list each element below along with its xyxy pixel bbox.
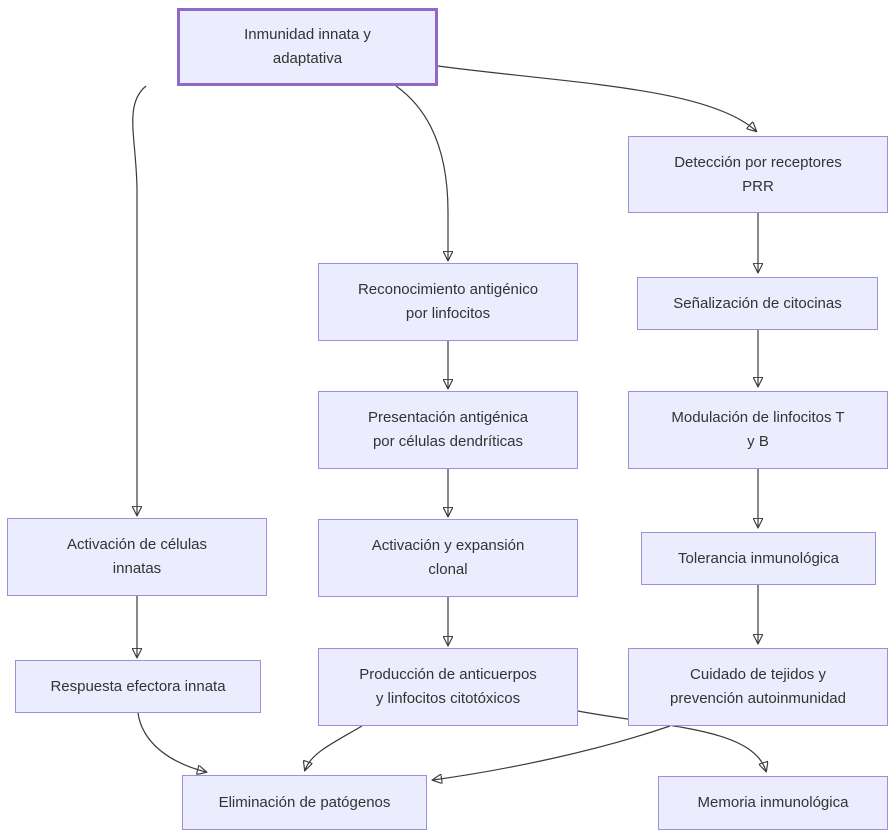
edge-root-to-deteccion <box>437 65 756 131</box>
node-label: Detección por receptores PRR <box>674 153 842 195</box>
edge-produccion-to-eliminacion <box>305 725 363 770</box>
node-label: Señalización de citocinas <box>673 294 842 312</box>
edge-cuidado-to-eliminacion <box>433 725 671 780</box>
edge-respuesta-to-eliminacion <box>137 712 206 772</box>
node-label: Modulación de linfocitos T y B <box>671 409 845 450</box>
node-label: Activación de células innatas <box>66 536 208 577</box>
node-deteccion-receptores-prr: Detección por receptores PRR <box>628 136 888 213</box>
edge-root-to-activacion-innatas <box>132 85 147 515</box>
node-activacion-celulas-innatas: Activación de células innatas <box>7 518 267 596</box>
node-label: Tolerancia inmunológica <box>678 549 839 567</box>
node-cuidado-tejidos: Cuidado de tejidos y prevención autoinmu… <box>628 648 888 726</box>
node-label: Reconocimiento antigénico por linfocitos <box>357 281 539 322</box>
node-label: Producción de anticuerpos y linfocitos c… <box>359 666 537 707</box>
node-presentacion-antigenica: Presentación antigénica por células dend… <box>318 391 578 469</box>
node-reconocimiento-antigenico: Reconocimiento antigénico por linfocitos <box>318 263 578 341</box>
node-label: Eliminación de patógenos <box>218 793 391 811</box>
node-memoria-inmunologica: Memoria inmunológica <box>658 776 888 830</box>
node-tolerancia-inmunologica: Tolerancia inmunológica <box>641 532 876 585</box>
node-modulacion-linfocitos: Modulación de linfocitos T y B <box>628 391 888 469</box>
node-produccion-anticuerpos: Producción de anticuerpos y linfocitos c… <box>318 648 578 726</box>
node-label: Respuesta efectora innata <box>50 677 226 695</box>
node-label: Inmunidad innata y adaptativa <box>244 26 371 67</box>
node-eliminacion-patogenos: Eliminación de patógenos <box>182 775 427 830</box>
node-senalizacion-citocinas: Señalización de citocinas <box>637 277 878 330</box>
node-label: Cuidado de tejidos y prevención autoinmu… <box>670 666 846 707</box>
node-activacion-expansion-clonal: Activación y expansión clonal <box>318 519 578 597</box>
node-label: Activación y expansión clonal <box>371 537 525 578</box>
node-label: Presentación antigénica por células dend… <box>367 409 529 450</box>
edge-root-to-reconocimiento <box>395 85 448 260</box>
node-label: Memoria inmunológica <box>697 794 849 811</box>
node-respuesta-efectora-innata: Respuesta efectora innata <box>15 660 261 713</box>
node-inmunidad-innata-adaptativa: Inmunidad innata y adaptativa <box>177 8 438 86</box>
